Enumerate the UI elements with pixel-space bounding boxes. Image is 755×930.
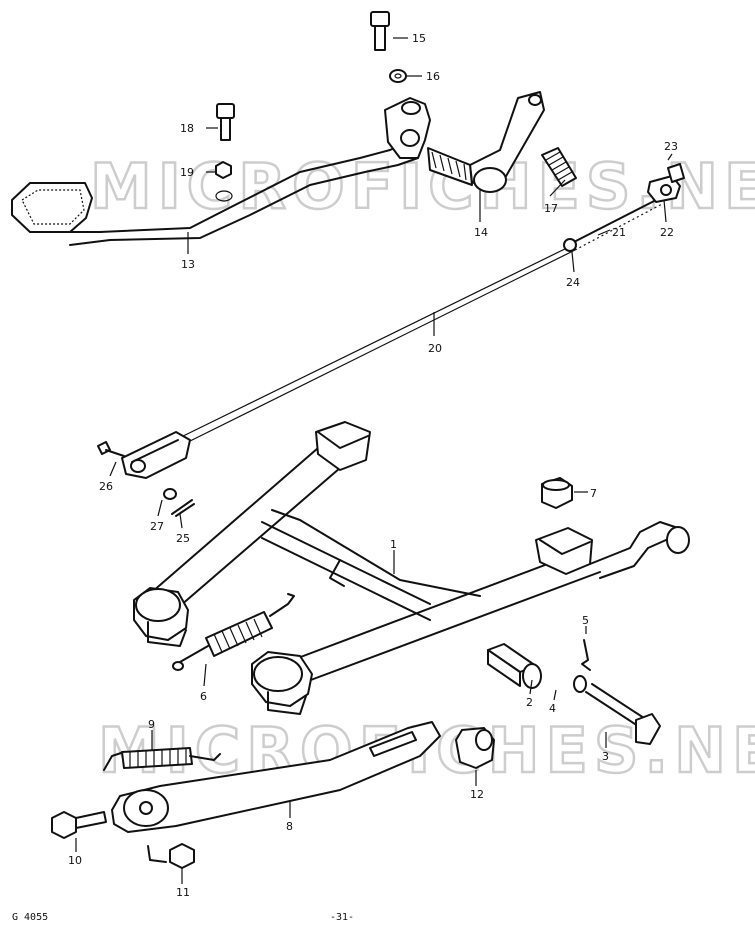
bushing-12 xyxy=(455,727,495,769)
nut-19 xyxy=(215,161,232,179)
callout-25: 25 xyxy=(176,532,190,545)
callout-10: 10 xyxy=(68,854,82,867)
callout-14: 14 xyxy=(474,226,488,239)
footer-page: -31- xyxy=(330,912,354,923)
washer-16 xyxy=(389,69,407,83)
callout-1: 1 xyxy=(390,538,397,551)
pin-26 xyxy=(97,441,125,457)
brake-lever-14 xyxy=(427,91,545,193)
callout-22: 22 xyxy=(660,226,674,239)
callout-2: 2 xyxy=(526,696,533,709)
nut-11 xyxy=(169,843,195,869)
center-stand-1 xyxy=(133,421,690,715)
side-stand-8 xyxy=(111,721,441,863)
cable-21 xyxy=(569,197,663,251)
cotter-pin-25 xyxy=(171,499,195,517)
spacer-7 xyxy=(541,477,573,509)
callout-6: 6 xyxy=(200,690,207,703)
bolt-3 xyxy=(585,683,661,745)
bolt-18 xyxy=(216,103,235,141)
callout-27: 27 xyxy=(150,520,164,533)
spring-17 xyxy=(541,147,577,187)
callout-3: 3 xyxy=(602,750,609,763)
washer-4 xyxy=(573,675,587,693)
washer-27 xyxy=(163,488,177,500)
leader-lines xyxy=(75,37,673,884)
callout-21: 21 xyxy=(612,226,626,239)
callout-7: 7 xyxy=(590,487,597,500)
spring-6 xyxy=(172,593,295,671)
callout-24: 24 xyxy=(566,276,580,289)
callout-18: 18 xyxy=(180,122,194,135)
callout-16: 16 xyxy=(426,70,440,83)
callout-12: 12 xyxy=(470,788,484,801)
watermark-top: MICROFICHES.NET xyxy=(90,150,755,223)
pin-23 xyxy=(667,163,685,183)
callout-9: 9 xyxy=(148,718,155,731)
bolt-10 xyxy=(51,811,107,839)
callout-26: 26 xyxy=(99,480,113,493)
callout-4: 4 xyxy=(549,702,556,715)
bushing-2 xyxy=(487,643,542,689)
nut-24 xyxy=(563,238,577,252)
callout-5: 5 xyxy=(582,614,589,627)
clevis xyxy=(121,431,191,479)
callout-19: 19 xyxy=(180,166,194,179)
callout-13: 13 xyxy=(181,258,195,271)
callout-17: 17 xyxy=(544,202,558,215)
brake-rod-20 xyxy=(174,243,576,447)
callout-23: 23 xyxy=(664,140,678,153)
callout-8: 8 xyxy=(286,820,293,833)
footer-code: G 4055 xyxy=(12,912,48,923)
callout-15: 15 xyxy=(412,32,426,45)
cotter-pin-5 xyxy=(581,639,591,671)
callout-11: 11 xyxy=(176,886,190,899)
brake-pedal xyxy=(11,97,431,246)
callout-20: 20 xyxy=(428,342,442,355)
bolt-15 xyxy=(370,11,390,51)
callout-labels: 15 16 18 19 13 14 17 23 22 21 24 20 26 2… xyxy=(68,32,678,899)
spring-9 xyxy=(103,747,221,771)
